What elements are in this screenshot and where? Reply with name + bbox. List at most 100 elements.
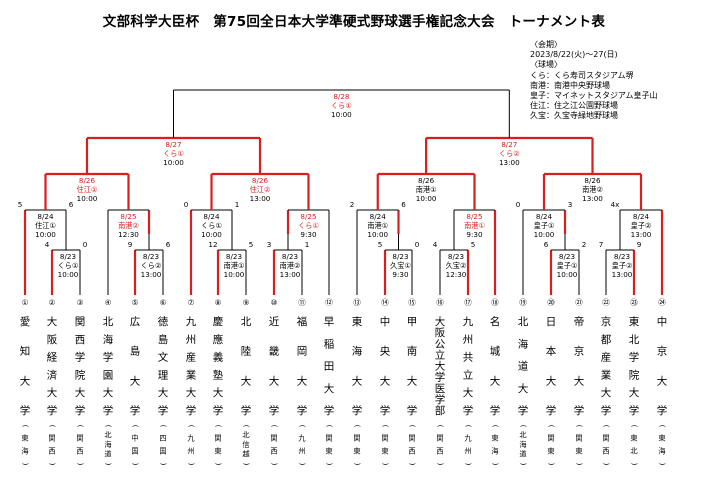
team-name-char: 学 <box>407 404 418 417</box>
team-region-char: ) <box>131 463 140 466</box>
team-region-char: ( <box>491 425 500 428</box>
team-name-char: 大 <box>546 374 557 387</box>
game-date: 8/23 <box>392 252 408 261</box>
team-region-char: ) <box>491 463 500 466</box>
team-region-char: ) <box>298 463 307 466</box>
team-name-char: 産 <box>601 351 612 364</box>
game-venue: くら② <box>499 149 520 158</box>
team-region-char: ) <box>325 463 334 466</box>
team-name-char: 産 <box>186 351 197 364</box>
team-name-char: 院 <box>75 368 86 381</box>
team-name-char: 業 <box>601 368 612 381</box>
game-venue: 南港② <box>582 185 603 194</box>
game-date: 8/24 <box>37 212 54 221</box>
game-date: 8/23 <box>226 252 242 261</box>
team-region-char: ( <box>131 425 140 428</box>
team-number: ⑩ <box>271 298 278 307</box>
team-region-char: ( <box>214 425 223 428</box>
team-region-char: ( <box>353 425 362 428</box>
team-region-char: 東 <box>575 446 582 455</box>
team-region-char: 北 <box>242 431 249 440</box>
game-date: 8/23 <box>60 252 76 261</box>
team-name-char: 京 <box>601 315 612 328</box>
team-region-char: ) <box>547 463 556 466</box>
game-score: 2 <box>350 200 355 209</box>
team-name-char: 北 <box>103 316 114 328</box>
team-name-char: 学 <box>352 404 363 417</box>
game-date: 8/24 <box>633 212 650 221</box>
team-region-char: 関 <box>575 434 582 443</box>
team-region-char: 海 <box>104 440 111 449</box>
team-region-char: 北 <box>519 431 526 440</box>
team-number: ⑱ <box>491 298 499 307</box>
team-region-char: 東 <box>381 446 388 455</box>
team-region-char: 海 <box>491 446 498 455</box>
team-region-char: ) <box>353 463 362 466</box>
team-name-char: 大 <box>75 386 86 399</box>
team-region-char: 関 <box>353 434 360 443</box>
team-region-char: 西 <box>436 446 443 455</box>
game-date: 8/28 <box>333 92 350 101</box>
team-region-char: 関 <box>436 434 443 443</box>
game-time: 13:00 <box>499 158 520 167</box>
team-region-char: 中 <box>131 434 138 443</box>
game-venue: くら① <box>201 221 222 230</box>
team-name-char: 州 <box>463 334 474 346</box>
team-name-char: 稲 <box>324 338 335 350</box>
team-name-char: 田 <box>324 361 335 373</box>
team-name-char: 学 <box>75 404 86 417</box>
team-region-char: ( <box>575 425 584 428</box>
team-region-char: 海 <box>658 446 665 455</box>
game-score: 6 <box>544 240 549 249</box>
team-name-char: 慶 <box>213 315 224 328</box>
team-region-char: 北 <box>104 431 111 440</box>
team-name-char: 九 <box>463 316 474 328</box>
team-name-char: 大 <box>186 386 197 399</box>
team-region-char: 関 <box>48 434 55 443</box>
game-score: 6 <box>69 200 74 209</box>
team-region-char: 越 <box>242 450 249 459</box>
team-region-char: 東 <box>214 446 221 455</box>
game-venue: くら① <box>298 221 319 230</box>
team-number: ⑥ <box>160 298 167 307</box>
team-region-char: 西 <box>602 446 609 455</box>
game-time: 13:00 <box>582 194 603 203</box>
game-score: 1 <box>235 200 240 209</box>
team-name-char: 岡 <box>297 346 308 358</box>
game-score: 5 <box>18 200 23 209</box>
team-name-char: 西 <box>75 334 86 346</box>
game-score: 6 <box>166 240 171 249</box>
team-name-char: 阪 <box>47 333 58 346</box>
team-region-char: ( <box>325 425 334 428</box>
game-score: 3 <box>568 200 573 209</box>
team-name-char: 学 <box>130 404 141 417</box>
team-region-char: ( <box>381 425 390 428</box>
team-name-char: 大 <box>324 382 335 395</box>
team-name-char: 南 <box>407 345 418 358</box>
info-line: 〈球場〉 <box>530 60 562 70</box>
game-venue: 南港① <box>464 221 485 230</box>
team-region-char: 西 <box>408 446 415 455</box>
game-time: 10:00 <box>35 230 56 239</box>
game-score: 7 <box>599 240 604 249</box>
game-score: 6 <box>401 200 406 209</box>
team-name-char: 日 <box>546 316 557 328</box>
game-date: 8/23 <box>559 252 575 261</box>
game-date: 8/23 <box>448 252 464 261</box>
game-score: 4 <box>433 240 438 249</box>
team-name-char: 應 <box>213 333 224 346</box>
game-date: 8/23 <box>614 252 630 261</box>
team-region-char: ) <box>630 463 639 466</box>
game-venue: 南港① <box>367 221 388 230</box>
team-name-char: 部 <box>435 404 446 417</box>
team-region-char: 関 <box>602 434 609 443</box>
team-name-char: 大 <box>518 382 529 395</box>
team-name-char: 学 <box>546 404 557 417</box>
team-region-char: 西 <box>48 446 55 455</box>
team-name-char: 畿 <box>269 345 280 358</box>
team-name-char: 立 <box>463 368 474 381</box>
team-name-char: 九 <box>186 316 197 328</box>
team-name-char: 学 <box>186 404 197 417</box>
game-score: 5 <box>471 240 476 249</box>
